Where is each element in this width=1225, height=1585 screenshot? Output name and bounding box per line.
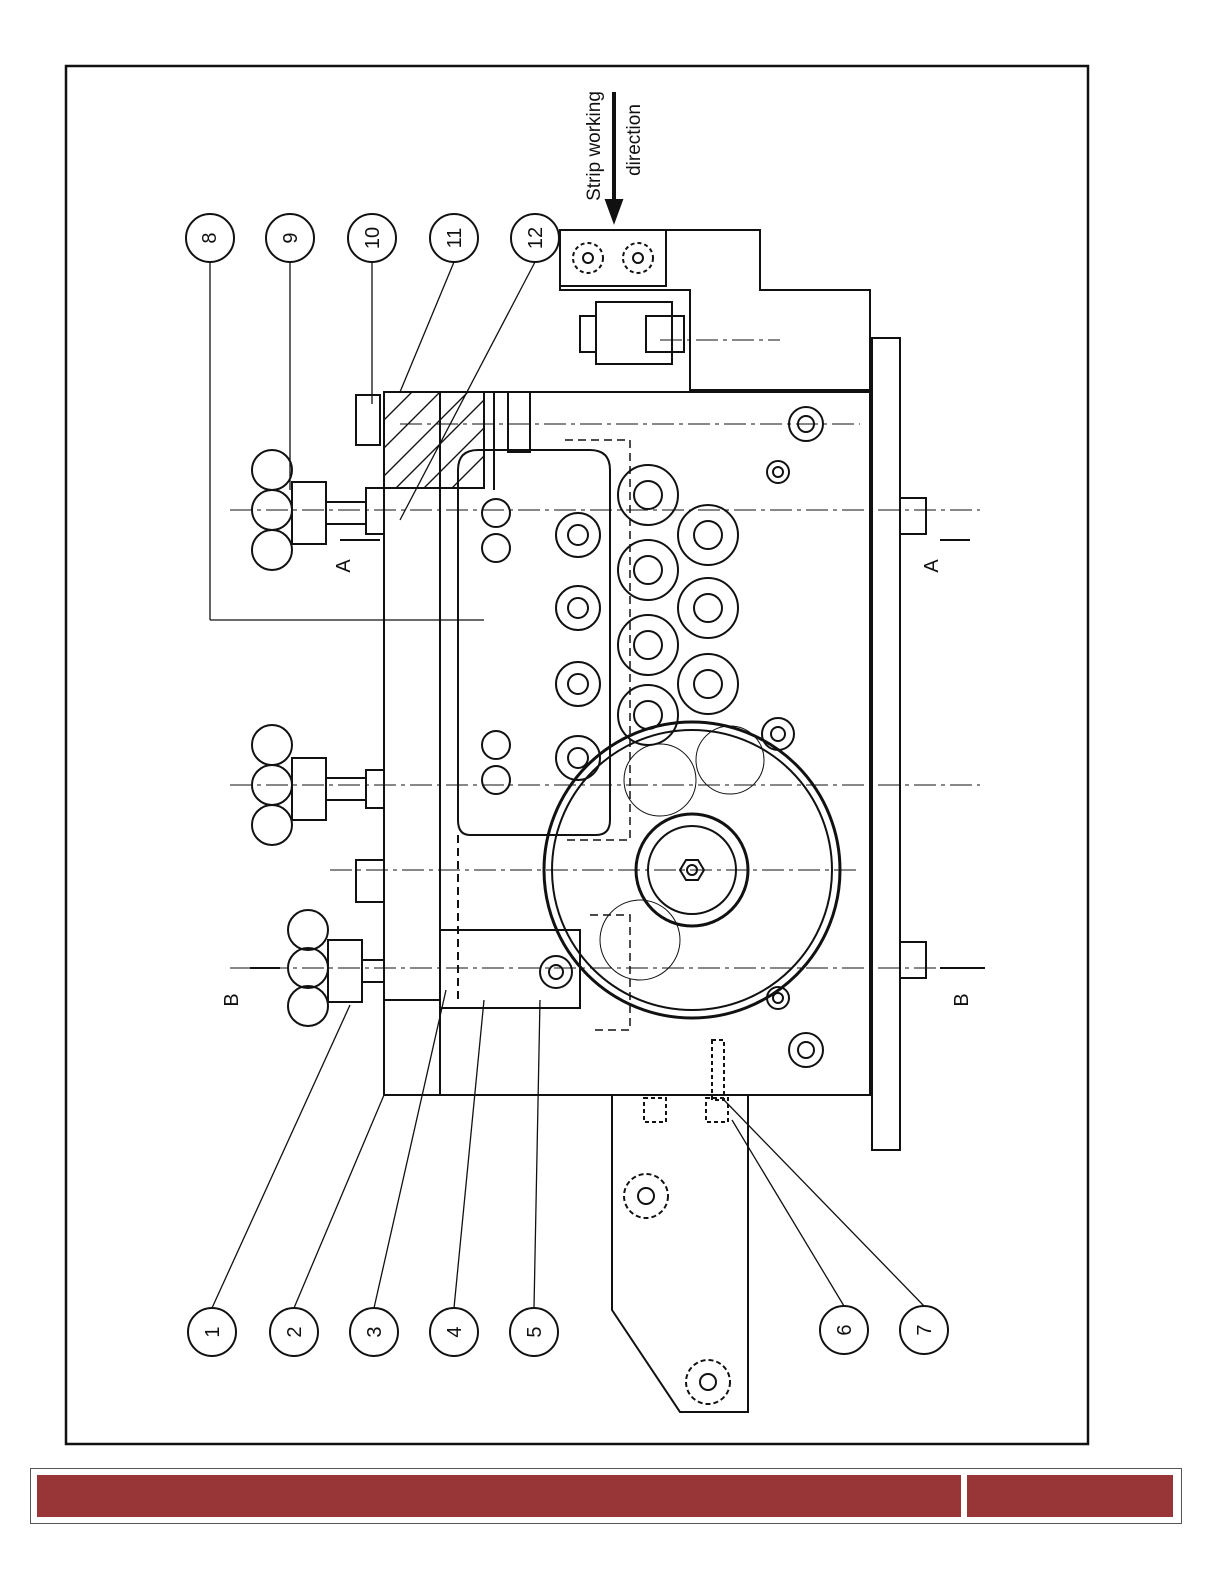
callout-9: 9 xyxy=(280,232,302,243)
callout-1: 1 xyxy=(202,1326,224,1337)
direction-label-line1: Strip working xyxy=(584,91,605,201)
section-mark-a-bottom: A xyxy=(921,559,943,573)
adjusting-block xyxy=(440,930,580,1008)
callout-4: 4 xyxy=(444,1326,466,1337)
footer-bar-main xyxy=(37,1475,961,1517)
section-mark-b-bottom: B xyxy=(951,993,973,1006)
housing-plate xyxy=(384,230,870,1095)
entry-guide xyxy=(560,230,666,286)
support-bracket xyxy=(612,1095,748,1412)
callout-12: 12 xyxy=(525,227,547,249)
callout-7: 7 xyxy=(914,1324,936,1335)
working-rolls xyxy=(618,465,738,745)
callout-11: 11 xyxy=(444,228,466,249)
callout-5: 5 xyxy=(524,1326,546,1337)
base-rail xyxy=(872,338,900,1150)
section-mark-b-top: B xyxy=(221,993,243,1006)
clamp-block xyxy=(384,392,484,488)
page-footer xyxy=(30,1468,1182,1524)
callout-8: 8 xyxy=(199,232,221,243)
upper-rolls xyxy=(482,499,600,794)
drawing-frame xyxy=(66,66,1088,1444)
section-mark-a-top: A xyxy=(333,559,355,573)
callout-3: 3 xyxy=(364,1326,386,1337)
callout-10: 10 xyxy=(362,227,384,249)
direction-label-line2: direction xyxy=(624,104,645,176)
callout-6: 6 xyxy=(834,1324,856,1335)
callout-2: 2 xyxy=(284,1326,306,1337)
mechanical-assembly-drawing: 8 9 10 11 12 1 2 3 4 5 6 7 A A B B Strip… xyxy=(0,0,1225,1470)
footer-bar-side xyxy=(967,1475,1173,1517)
